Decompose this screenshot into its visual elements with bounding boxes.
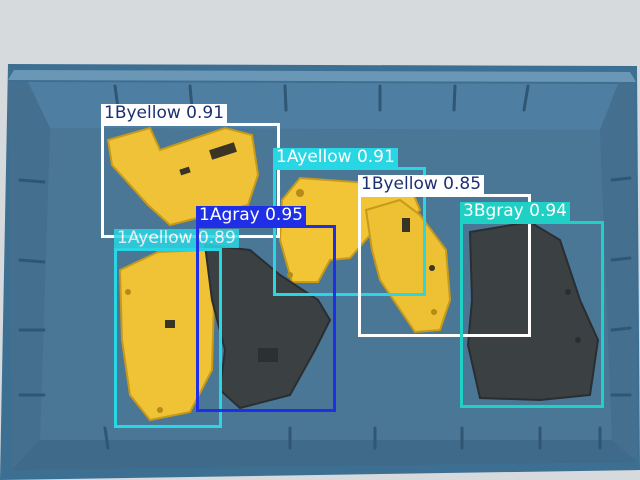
detection-label-1ayellow-left: 1Ayellow 0.89 bbox=[114, 229, 239, 248]
detection-box-1byellow-right bbox=[358, 194, 531, 337]
detection-label-1byellow-right: 1Byellow 0.85 bbox=[358, 175, 485, 194]
gray-part-2 bbox=[466, 220, 600, 402]
bin-front-lip bbox=[12, 440, 636, 470]
detection-label-3bgray: 3Bgray 0.94 bbox=[460, 202, 570, 221]
yellow-part-1 bbox=[106, 126, 260, 227]
bin-left-wall bbox=[8, 82, 50, 470]
detection-box-1agray bbox=[196, 225, 336, 412]
detection-box-1ayellow-mid bbox=[273, 167, 426, 296]
yellow-part-4 bbox=[118, 248, 217, 422]
detection-label-1agray: 1Agray 0.95 bbox=[196, 206, 306, 225]
detection-label-1byellow: 1Byellow 0.91 bbox=[101, 104, 228, 123]
yellow-part-3 bbox=[364, 198, 452, 334]
detection-box-1ayellow-left bbox=[114, 248, 222, 428]
detection-label-1ayellow-mid: 1Ayellow 0.91 bbox=[273, 148, 398, 167]
detection-box-3bgray bbox=[460, 221, 604, 408]
